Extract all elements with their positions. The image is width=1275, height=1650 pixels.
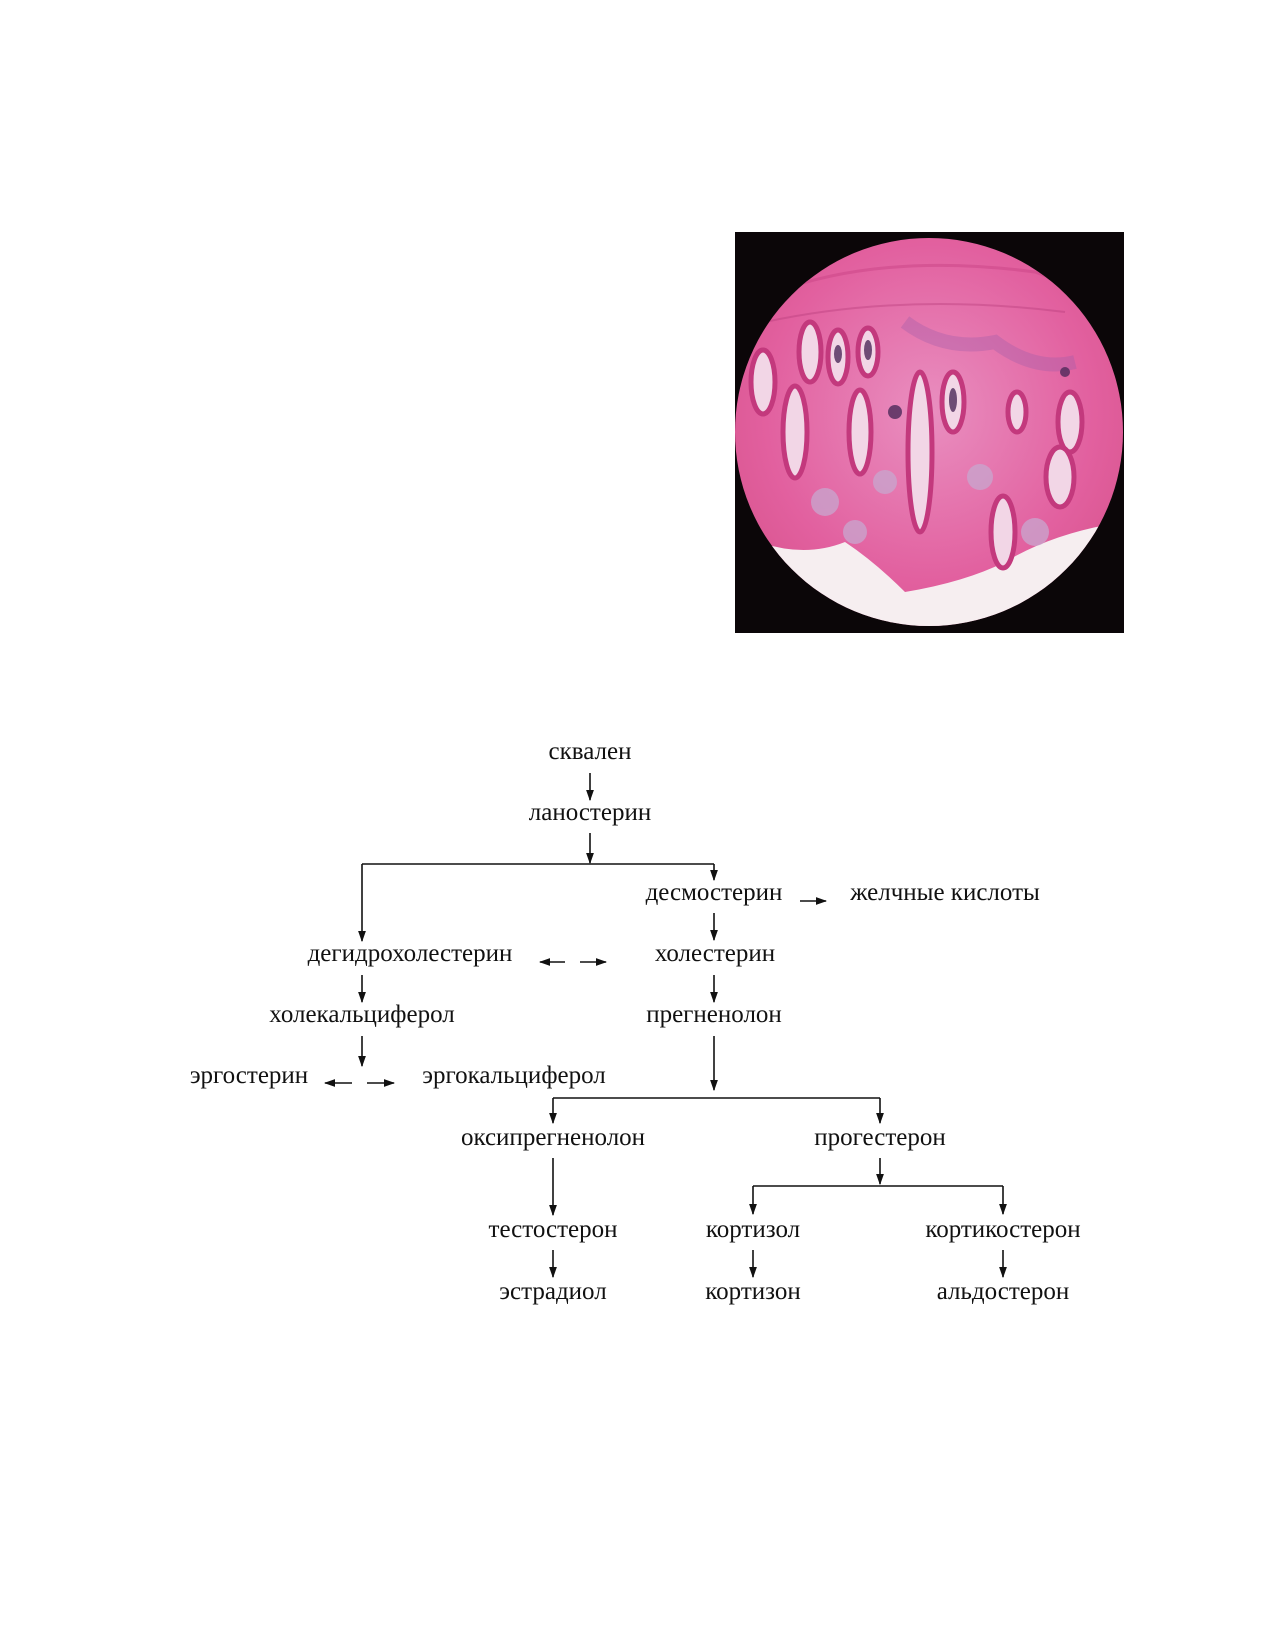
node-oxypregnenolone: оксипрегненолон bbox=[461, 1124, 645, 1151]
microscope-field-icon bbox=[735, 232, 1124, 633]
node-progesterone: прогестерон bbox=[814, 1124, 946, 1151]
node-cholesterol: холестерин bbox=[655, 940, 775, 967]
node-lanosterol: ланостерин bbox=[529, 799, 651, 826]
node-desmosterol: десмостерин bbox=[646, 879, 783, 906]
node-ergocalciferol: эргокальциферол bbox=[422, 1062, 606, 1089]
node-ergosterol: эргостерин bbox=[190, 1062, 308, 1089]
node-bile-acids: желчные кислоты bbox=[849, 879, 1040, 906]
micrograph-image bbox=[735, 232, 1124, 633]
node-cholecalciferol: холекальциферол bbox=[269, 1001, 454, 1028]
node-cortisol: кортизол bbox=[706, 1216, 800, 1243]
node-squalene: сквален bbox=[549, 738, 632, 765]
node-aldosterone: альдостерон bbox=[937, 1278, 1070, 1305]
node-estradiol: эстрадиол bbox=[499, 1278, 606, 1305]
node-dehydrocholesterol: дегидрохолестерин bbox=[308, 940, 513, 967]
node-pregnenolone: прегненолон bbox=[646, 1001, 782, 1028]
node-cortisone: кортизон bbox=[705, 1278, 800, 1305]
node-testosterone: тестостерон bbox=[489, 1216, 618, 1243]
node-corticosterone: кортикостерон bbox=[925, 1216, 1080, 1243]
